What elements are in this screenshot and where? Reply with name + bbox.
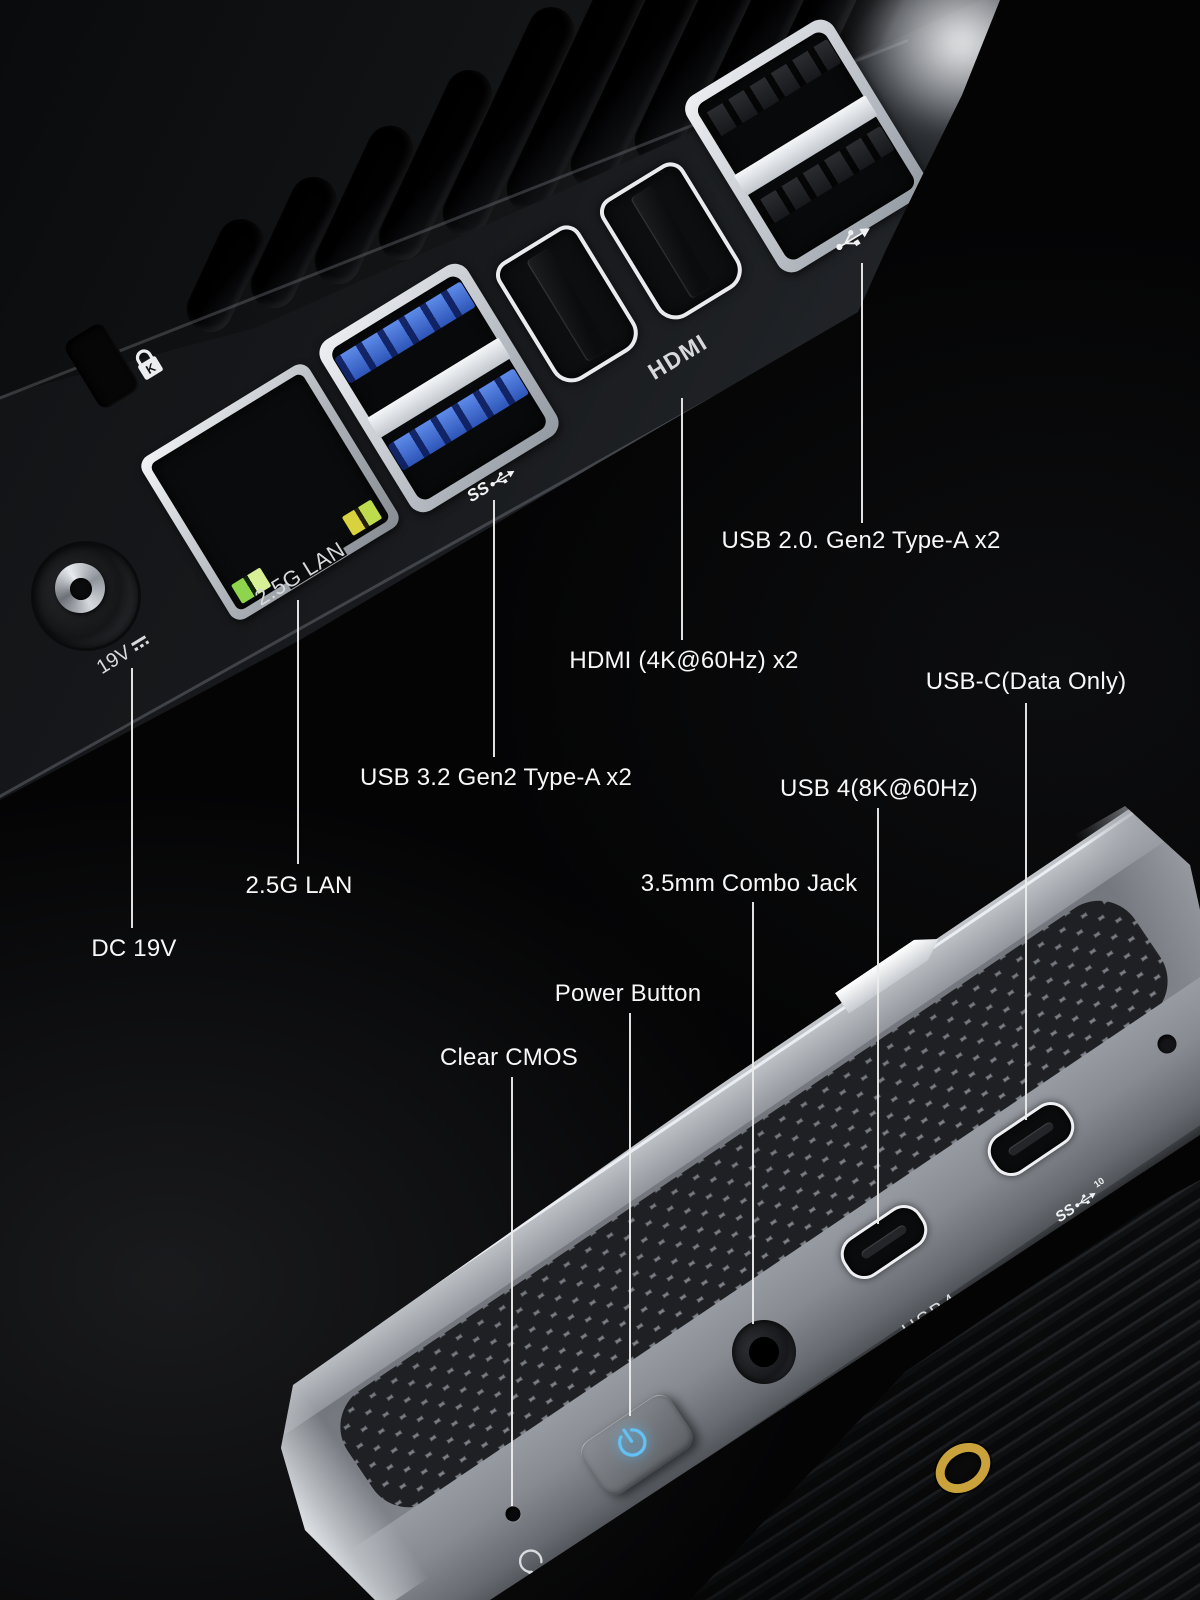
callout-usbc-data: USB-C(Data Only) [925,668,1127,695]
hdmi-tongue [630,184,714,300]
leader-line-combo [752,902,754,1324]
kensington-lock-icon: K [125,340,171,387]
superspeed-10-icon: SS 10 [1052,1175,1112,1226]
leader-line-lan [297,600,299,864]
leader-line-usb32 [493,500,495,757]
usb-c-tongue [859,1223,909,1261]
leader-line-cmos [511,1077,513,1506]
hdmi-marking: HDMI [643,328,713,385]
superspeed-usb-icon: SS [463,461,520,507]
callout-usb20: USB 2.0. Gen2 Type-A x2 [721,527,1001,554]
leader-line-hdmi [681,398,683,640]
callout-hdmi: HDMI (4K@60Hz) x2 [569,647,799,674]
power-symbol-icon [607,1417,657,1467]
leader-line-usb4 [877,808,879,1224]
dc-symbol-icon [130,635,149,652]
usb-trident-glyph [1075,1192,1096,1208]
usb-trident-glyph [489,470,514,487]
callout-lan: 2.5G LAN [245,872,353,899]
hdmi-tongue [526,247,610,363]
dc-voltage-text: 19V [92,641,135,679]
leader-line-usb20 [861,263,863,523]
leader-line-power [629,1013,631,1416]
usb-trident-icon [830,217,878,259]
jack-hole [743,1331,785,1373]
callout-usb4: USB 4(8K@60Hz) [780,775,978,802]
callout-power: Power Button [554,980,702,1007]
leader-line-usbc-data [1025,703,1027,1120]
usb-c-tongue [1006,1120,1056,1158]
callout-cmos: Clear CMOS [439,1044,579,1071]
callout-dc: DC 19V [91,935,177,962]
callout-combo: 3.5mm Combo Jack [640,870,858,897]
callout-usb32: USB 3.2 Gen2 Type-A x2 [359,764,633,791]
leader-line-dc [131,668,133,928]
